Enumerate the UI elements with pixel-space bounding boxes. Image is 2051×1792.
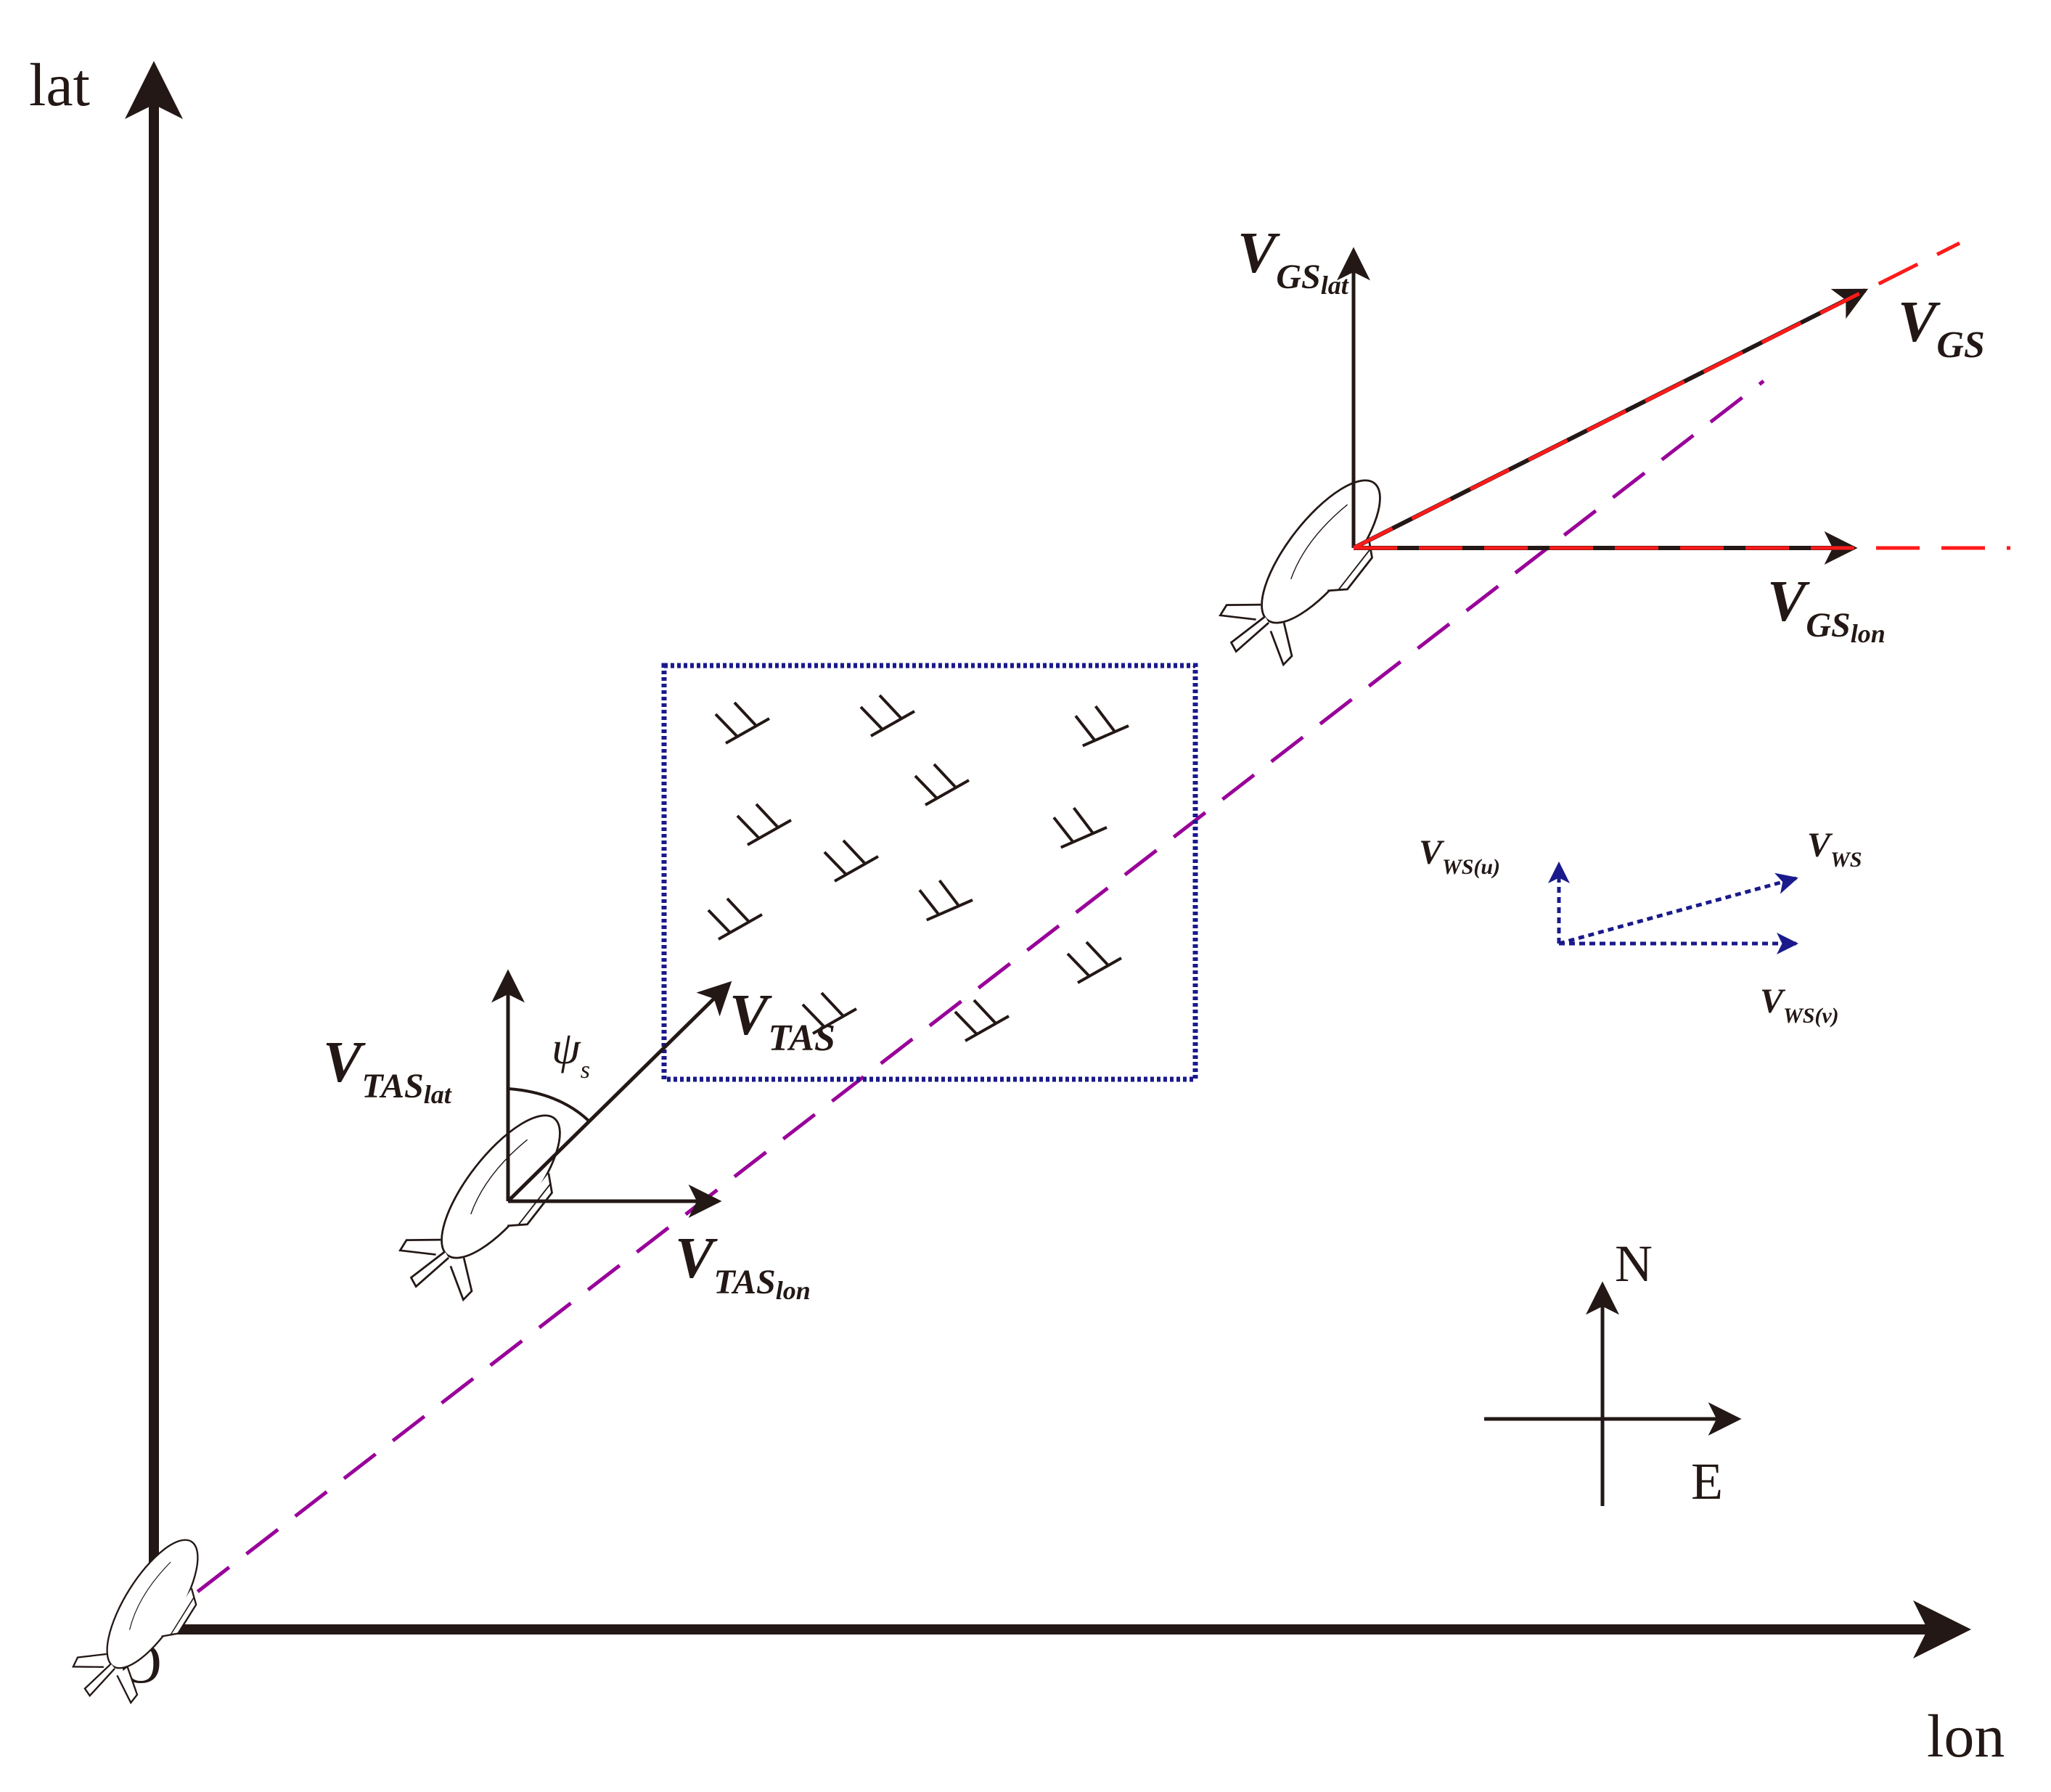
compass-north-label: N xyxy=(1615,1235,1653,1293)
wind-barb-icon xyxy=(1066,941,1123,984)
ws-label: VWS xyxy=(1807,826,1862,872)
tas-vectors: VTAS VTASlat VTASlon ψs xyxy=(323,969,835,1305)
wind-barb-icon xyxy=(1049,804,1110,854)
compass-east-label: E xyxy=(1691,1452,1723,1510)
wind-field-box xyxy=(661,663,1198,1082)
wind-barb-icon xyxy=(1070,703,1132,752)
airship-icon-middle xyxy=(386,1092,590,1318)
heading-angle-label: ψs xyxy=(552,1022,590,1084)
tas-lon-label: VTASlon xyxy=(675,1227,811,1305)
tas-lat-label: VTASlat xyxy=(323,1031,452,1109)
compass-rose: N E xyxy=(1484,1235,1742,1510)
wind-barb-icon xyxy=(736,803,793,846)
wind-barb-icon xyxy=(914,877,976,926)
tas-label: VTAS xyxy=(729,983,835,1059)
wind-barb-icon xyxy=(954,999,1010,1042)
wind-barb-icon xyxy=(914,763,970,806)
gs-lon-label: VGSlon xyxy=(1767,570,1886,648)
tas-arrow xyxy=(507,981,732,1203)
ws-u-label: VWS(u) xyxy=(1419,833,1500,879)
wind-barb-icon xyxy=(859,694,916,737)
wind-barb-icon xyxy=(714,701,771,745)
wind-vectors: VWS(u) VWS VWS(v) xyxy=(1419,826,1862,1028)
ws-v-label: VWS(v) xyxy=(1760,982,1839,1028)
gs-extension-line xyxy=(1352,241,1961,550)
wind-barb-icon xyxy=(707,897,764,941)
airship-icon-right xyxy=(1206,457,1410,683)
lon-axis-label: lon xyxy=(1927,1703,2005,1770)
gs-label: VGS xyxy=(1898,290,1985,366)
gs-lat-label: VGSlat xyxy=(1237,221,1349,300)
lat-axis-label: lat xyxy=(29,52,90,119)
coordinate-axes: lat lon O xyxy=(29,52,2005,1770)
ws-arrow xyxy=(1558,872,1798,946)
heading-angle-arc xyxy=(507,1087,591,1123)
gs-vectors: VGS VGSlat VGSlon xyxy=(1237,221,2010,648)
wind-barb-icon xyxy=(823,839,880,883)
flight-track-line xyxy=(147,380,1765,1631)
wind-field-region xyxy=(661,663,1198,1082)
